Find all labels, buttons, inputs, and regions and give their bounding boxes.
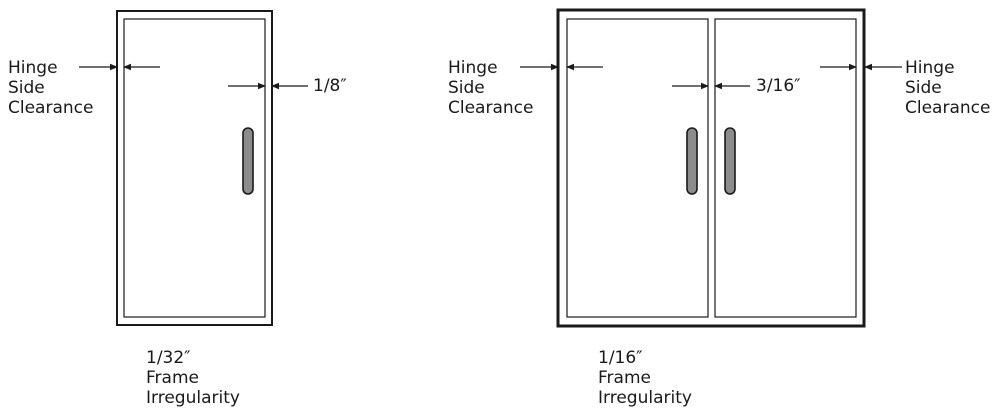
label-line: Frame — [146, 368, 199, 388]
single-frame-irregularity-label: 1/32″ Frame Irregularity — [146, 348, 240, 408]
single-door-frame — [116, 10, 273, 326]
double-door-frame — [556, 8, 866, 328]
double-frame-irregularity-label: 1/16″ Frame Irregularity — [598, 348, 692, 408]
double-door — [520, 8, 902, 328]
left-door-handle — [686, 127, 698, 195]
label-line: Irregularity — [146, 388, 240, 408]
label-line: Frame — [598, 368, 651, 388]
right-hinge-side-clearance-label: Hinge Side Clearance — [905, 58, 990, 118]
label-line: Side — [905, 78, 942, 98]
right-door-handle — [724, 127, 736, 195]
label-line: 1/16″ — [598, 348, 643, 368]
left-door-panel — [566, 18, 709, 318]
label-line: Hinge — [8, 58, 58, 78]
single-door-handle — [242, 127, 254, 195]
label-line: Hinge — [448, 58, 498, 78]
label-line: Clearance — [448, 98, 534, 118]
label-line: Clearance — [905, 98, 991, 118]
center-clearance-label: 3/16″ — [756, 76, 801, 96]
left-hinge-side-clearance-label: Hinge Side Clearance — [448, 58, 533, 118]
single-door-panel — [123, 18, 266, 318]
single-hinge-side-clearance-label: Hinge Side Clearance — [8, 58, 93, 118]
label-line: Side — [448, 78, 485, 98]
single-edge-clearance-label: 1/8″ — [313, 76, 347, 96]
label-line: Hinge — [905, 58, 955, 78]
label-line: Clearance — [8, 98, 94, 118]
label-line: Side — [8, 78, 45, 98]
label-line: 1/32″ — [146, 348, 191, 368]
right-door-panel — [714, 18, 857, 318]
label-line: Irregularity — [598, 388, 692, 408]
single-door — [79, 10, 308, 326]
